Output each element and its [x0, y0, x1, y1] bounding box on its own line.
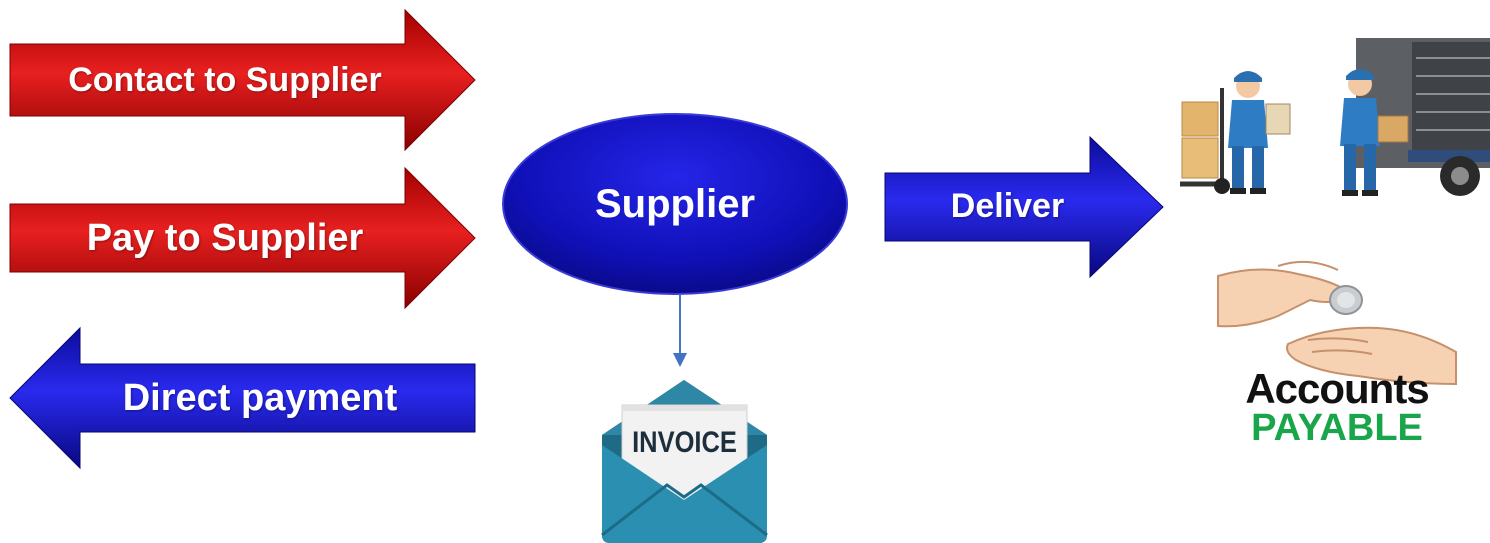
payable-text: PAYABLE [1251, 407, 1423, 449]
envelope-invoice-icon [601, 380, 768, 543]
direct-payment-label: Direct payment [122, 376, 398, 419]
deliver-arrow [884, 135, 1164, 279]
deliver-label: Deliver [950, 186, 1065, 225]
direct-payment-arrow [9, 326, 476, 470]
pay-arrow-label: Pay to Supplier [86, 216, 364, 259]
invoice-label: INVOICE [632, 426, 737, 459]
supplier-label: Supplier [594, 182, 756, 226]
delivery-workers-truck-icon [1180, 38, 1490, 196]
contact-arrow-label: Contact to Supplier [68, 60, 382, 99]
contact-arrow [9, 8, 476, 152]
supplier-invoice-connector [673, 295, 687, 367]
pay-arrow [9, 166, 476, 310]
supplier-ellipse [502, 113, 848, 295]
coin-hands-icon [1217, 260, 1457, 386]
accounts-text: Accounts [1245, 365, 1429, 412]
